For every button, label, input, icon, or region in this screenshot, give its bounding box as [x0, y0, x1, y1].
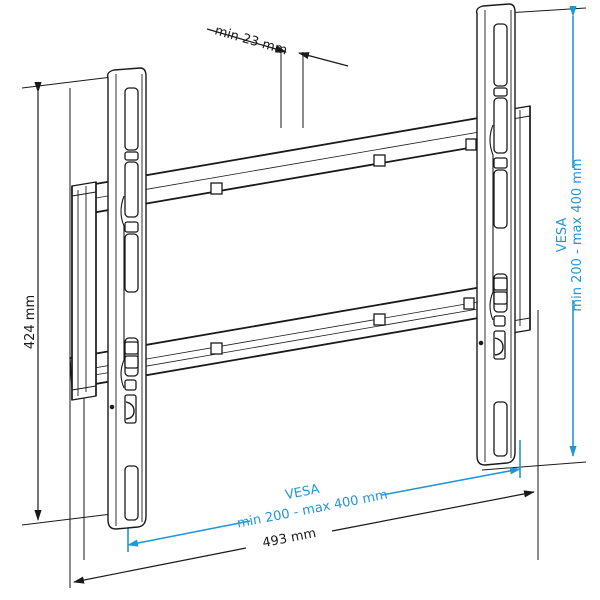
label-vesa-horizontal-title: VESA [284, 482, 321, 503]
crossbar-hole [210, 182, 223, 195]
rail-slot-small [124, 151, 139, 161]
rail-slot-small [493, 87, 508, 97]
right-rail [475, 3, 516, 466]
dimension-line-vesa-h-left [127, 520, 251, 547]
dimension-width-493 [73, 490, 535, 584]
crossbar-hole [373, 313, 386, 326]
dimension-line-vesa-h-right [381, 467, 521, 496]
left-rail-pin [109, 404, 115, 410]
dimension-line-width-left [73, 547, 247, 584]
rail-slot [493, 23, 508, 87]
label-depth-min23: min 23 mm [213, 23, 289, 58]
left-side-plate-body [71, 181, 97, 401]
rail-slot [124, 87, 139, 151]
left-rail [106, 67, 147, 530]
crossbar-hole [463, 297, 475, 310]
rail-slot [124, 161, 139, 218]
rail-latch-hole [124, 379, 137, 391]
witness-line-bottom-right [481, 461, 587, 471]
rail-slot-small [493, 291, 508, 305]
rail-slot [493, 97, 508, 154]
rail-slot-small [124, 341, 139, 355]
dimension-leader-depth-left [206, 28, 287, 53]
left-side-plate [71, 181, 97, 401]
label-vesa-vertical-range: min 200 - max 400 mm [570, 158, 585, 311]
crossbar-hole [465, 138, 477, 151]
label-width-493: 493 mm [261, 526, 317, 551]
rail-slot [124, 465, 139, 521]
dimension-vesa-horizontal [127, 440, 521, 552]
rail-slot [124, 233, 139, 293]
dimension-depth-23 [206, 28, 349, 67]
dimension-line-width-right [331, 490, 535, 532]
left-rail-release-hook [125, 401, 135, 420]
witness-line-top-left [21, 75, 121, 89]
crossbar-hole [210, 342, 223, 355]
witness-line-bottom-left [21, 512, 121, 526]
right-rail-release-hook [494, 337, 504, 356]
rail-slot [493, 169, 508, 229]
right-rail-slots [493, 23, 508, 457]
rail-slot-small [124, 221, 139, 233]
label-vesa-vertical-title: VESA [555, 218, 570, 253]
rail-slot [493, 401, 508, 457]
label-height-424: 424 mm [23, 295, 38, 349]
dimension-leader-depth-right [298, 52, 349, 67]
rail-slot-small [493, 157, 508, 169]
rail-latch-hole [493, 315, 506, 327]
rail-slot-small [493, 277, 508, 291]
crossbar-hole [373, 154, 386, 167]
rail-slot-small [124, 355, 139, 369]
right-rail-pin [478, 340, 484, 346]
